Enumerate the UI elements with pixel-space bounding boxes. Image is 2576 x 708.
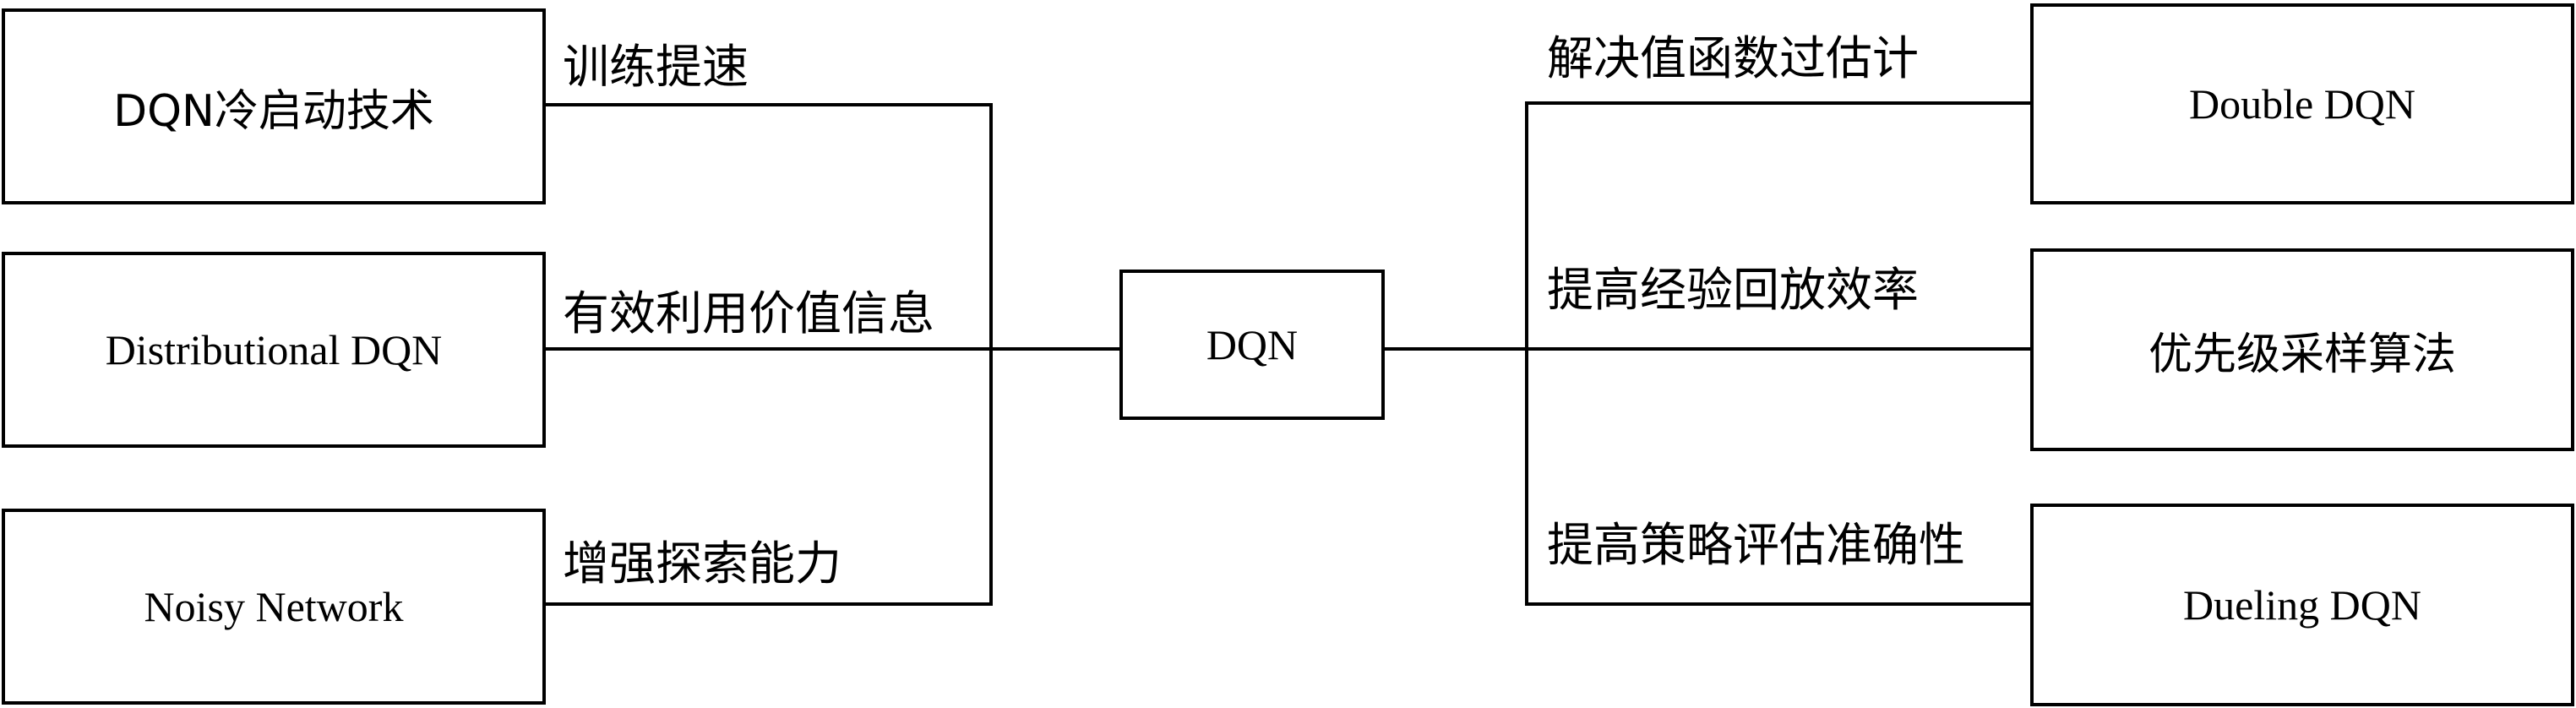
edge-label-left-middle: 有效利用价值信息: [563, 286, 935, 340]
node-noisy-network: Noisy Network: [2, 509, 546, 705]
connector-left-vertical: [989, 103, 993, 606]
edge-label-right-middle: 提高经验回放效率: [1547, 263, 1920, 317]
node-priority-sampling: 优先级采样算法: [2030, 248, 2574, 451]
edge-label-left-top: 训练提速: [563, 40, 749, 94]
node-dqn-cold-start: DQN冷启动技术: [2, 8, 546, 204]
connector-right-top: [1525, 101, 2032, 105]
node-label: Double DQN: [2188, 80, 2416, 128]
node-label: Dueling DQN: [2183, 581, 2421, 629]
node-distributional-dqn: Distributional DQN: [2, 252, 546, 448]
node-label: DQN: [1206, 321, 1299, 368]
edge-label-right-bottom: 提高策略评估准确性: [1547, 518, 1966, 572]
connector-left-middle: [544, 347, 1121, 351]
node-dueling-dqn: Dueling DQN: [2030, 504, 2574, 706]
node-double-dqn: Double DQN: [2030, 3, 2574, 204]
node-label: 优先级采样算法: [2148, 329, 2456, 380]
connector-right-vertical: [1525, 101, 1528, 606]
edge-label-right-top: 解决值函数过估计: [1547, 31, 1920, 85]
node-dqn-center: DQN: [1119, 270, 1385, 420]
connector-right-bottom: [1525, 602, 2032, 606]
node-label: Distributional DQN: [105, 326, 443, 373]
node-label: DQN冷启动技术: [113, 85, 434, 137]
connector-right-middle: [1383, 347, 2032, 351]
connector-left-top: [544, 103, 993, 106]
connector-left-bottom: [544, 602, 993, 606]
node-label: Noisy Network: [144, 583, 404, 630]
edge-label-left-bottom: 增强探索能力: [563, 536, 842, 591]
